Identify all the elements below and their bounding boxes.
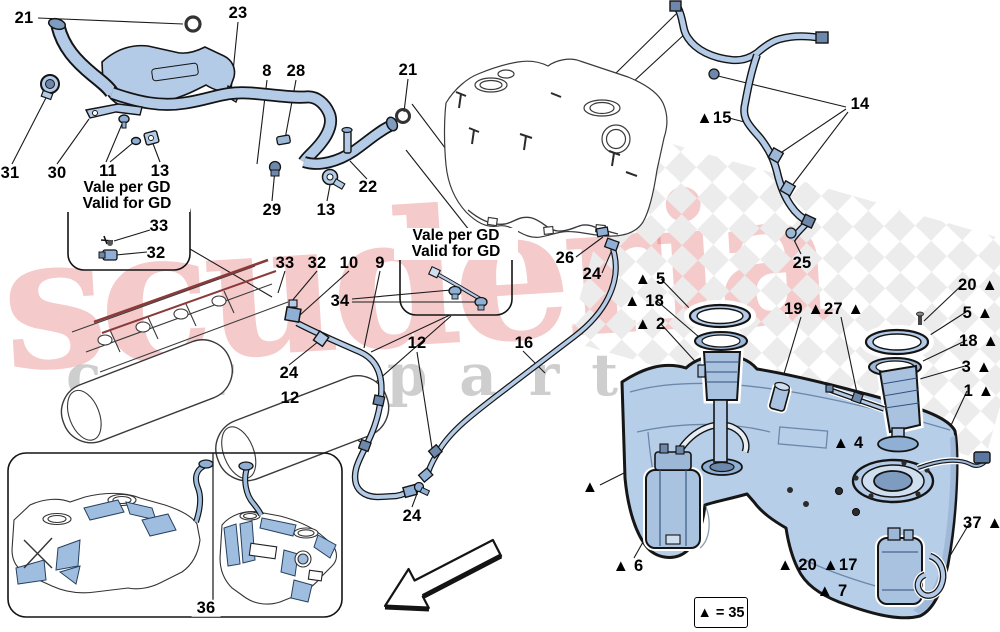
- fuel-tank-outline: [443, 58, 668, 238]
- callout-19: 19 ▲: [783, 299, 825, 318]
- inset-tank-right: [219, 461, 338, 605]
- callout-31: 31: [0, 163, 20, 182]
- callout-12: 12: [280, 388, 300, 407]
- callout-6: ▲ 6: [612, 556, 644, 575]
- engine-assembly: [60, 258, 390, 482]
- gd-box1-line2: Valid for GD: [82, 195, 172, 212]
- fuel-filter: [875, 527, 925, 607]
- callout-10: 10: [339, 253, 359, 272]
- callout-37: 37 ▲: [962, 513, 1000, 532]
- fuel-pump-right: [860, 311, 934, 453]
- callout-16: 16: [514, 333, 534, 352]
- legend-text: ▲ = 35: [697, 604, 745, 621]
- callout-9: 9: [375, 253, 385, 272]
- callout-4: ▲ 4: [832, 433, 864, 452]
- callout-11: 11: [99, 161, 117, 180]
- callout-8: 8: [262, 61, 272, 80]
- hose-clip: [268, 160, 282, 177]
- in-tank-pump: [643, 443, 703, 551]
- callout-5: 5 ▲: [962, 303, 994, 322]
- callout-33: 33: [275, 253, 295, 272]
- gd-box1-header: Vale per GD Valid for GD: [64, 180, 190, 212]
- tank-locking-ring: [851, 451, 991, 504]
- fuel-pump-left: [684, 300, 756, 463]
- callout-1: 1 ▲: [963, 381, 995, 400]
- callout-29: 29: [262, 200, 282, 219]
- callout-13: 13: [150, 161, 170, 180]
- p-clip: [321, 168, 346, 190]
- callout-28: 28: [286, 61, 306, 80]
- evap-pipe-9: [284, 299, 418, 501]
- callout-24: 24: [279, 363, 299, 382]
- callout-7: ▲ 7: [816, 581, 848, 600]
- inset-label: 36: [191, 600, 221, 617]
- pipe-clamp: [143, 130, 160, 146]
- evap-pipe-16: [413, 226, 620, 497]
- vent-pipe: [669, 0, 829, 242]
- gd-box1-line1: Vale per GD: [83, 179, 171, 196]
- hook-hose: [913, 551, 948, 601]
- mounting-bolts: [787, 486, 861, 516]
- callout-18: ▲ 18: [623, 291, 665, 310]
- grommets: [118, 114, 142, 146]
- gd-box2-line1: Vale per GD: [412, 227, 500, 244]
- callout-32: 32: [307, 253, 327, 272]
- callout-21: 21: [398, 60, 418, 79]
- option-grommets: [448, 285, 488, 311]
- callout-5: ▲ 5: [634, 269, 666, 288]
- checkered-flag-watermark: [567, 131, 1000, 461]
- callout-30: 30: [47, 163, 67, 182]
- tank-sensor: [767, 381, 792, 414]
- callout-20: 20 ▲: [957, 275, 999, 294]
- callout-34: 34: [330, 291, 350, 310]
- callout-23: 23: [228, 3, 248, 22]
- pipe-bracket: [84, 103, 143, 119]
- flange-screw: [916, 311, 924, 325]
- callout-3: 3 ▲: [961, 357, 993, 376]
- inset-tank-left: [11, 459, 214, 594]
- callout-24: 24: [582, 264, 602, 283]
- stud-bolt: [341, 126, 353, 154]
- callout-18: 18 ▲: [958, 331, 1000, 350]
- callout-32: 32: [146, 243, 166, 262]
- fuel-filler-pipe: [47, 17, 399, 170]
- callout-12: 12: [407, 333, 427, 352]
- direction-arrow: [383, 538, 503, 612]
- inset-box: [7, 452, 343, 618]
- hose-clip: [276, 134, 291, 146]
- callout-33: 33: [149, 216, 169, 235]
- pipe-clip-24: [413, 481, 431, 497]
- callout-13: 13: [316, 200, 336, 219]
- callout-24: 24: [402, 506, 422, 525]
- callout-27: 27 ▲: [823, 299, 865, 318]
- option-sensor: [98, 249, 118, 261]
- callout-15: ▲15: [696, 108, 732, 127]
- seal-ring: [184, 15, 202, 33]
- callout-triangle: ▲: [581, 477, 599, 496]
- callout-2: ▲ 2: [634, 314, 666, 333]
- callout-21: 21: [14, 8, 34, 27]
- filler-cap-valve: [40, 74, 60, 101]
- callout-14: 14: [850, 94, 870, 113]
- gd-box2-line2: Valid for GD: [411, 243, 501, 260]
- callout-26: 26: [555, 248, 575, 267]
- legend-box: ▲ = 35: [694, 597, 748, 628]
- level-sender-rod: [825, 384, 886, 413]
- callout-25: 25: [792, 253, 812, 272]
- callout-20: ▲ 20: [776, 555, 818, 574]
- callout-17: ▲17: [822, 555, 858, 574]
- gd-box2-header: Vale per GD Valid for GD: [394, 228, 518, 260]
- callout-22: 22: [358, 177, 378, 196]
- seal-ring: [395, 108, 411, 124]
